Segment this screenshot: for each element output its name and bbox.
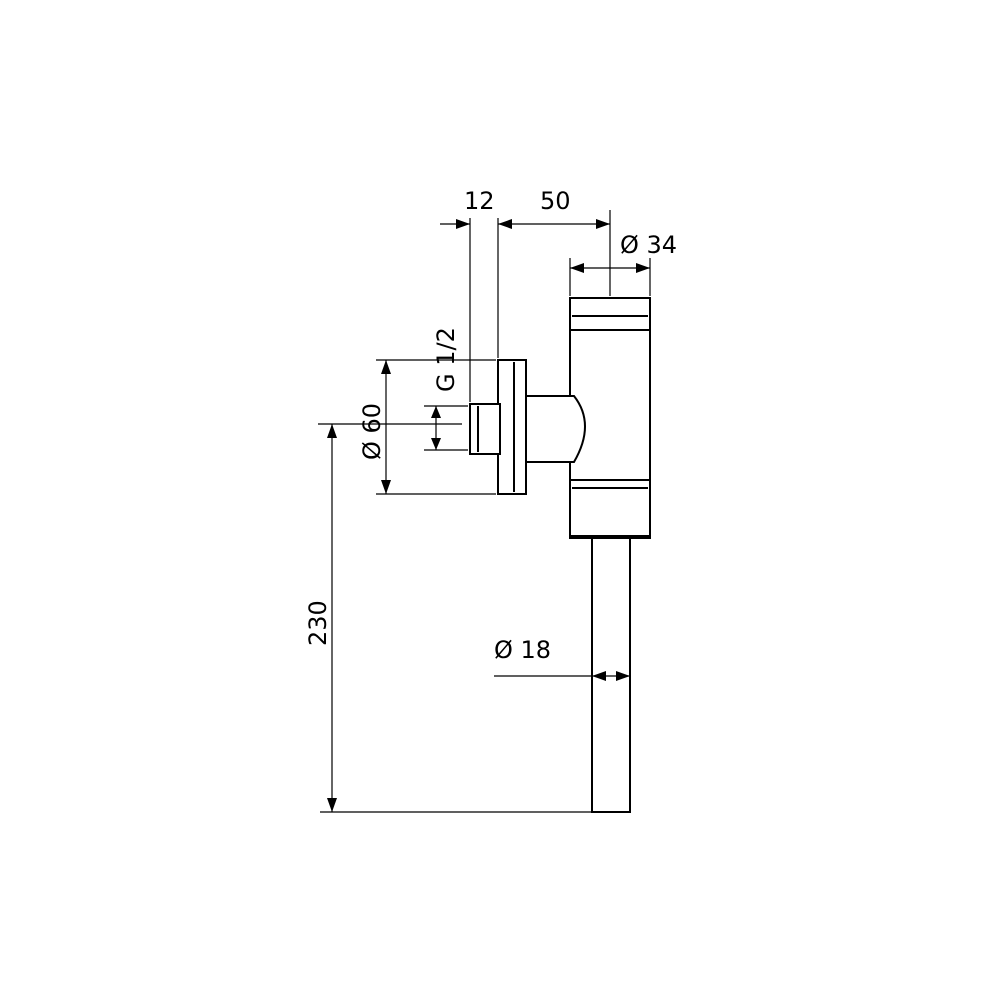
dimension-dia-34 [570, 263, 650, 273]
dimension-230 [327, 424, 337, 812]
wall-flange [497, 359, 527, 495]
inlet-connector [523, 395, 586, 463]
label-dia-60: Ø 60 [358, 403, 386, 460]
label-50: 50 [540, 187, 571, 215]
valve-band [569, 479, 651, 537]
dimension-50 [498, 219, 610, 229]
thread-stub [469, 403, 501, 455]
dimension-dia-60 [381, 360, 391, 494]
label-230: 230 [304, 600, 332, 646]
flush-valve-outline [469, 297, 651, 813]
valve-cap [569, 297, 651, 331]
dimension-dia-18 [494, 671, 630, 681]
label-12: 12 [464, 187, 495, 215]
extension-lines [318, 210, 651, 813]
outlet-pipe [591, 534, 631, 813]
label-dia-34: Ø 34 [620, 231, 677, 259]
label-dia-18: Ø 18 [494, 636, 551, 664]
dimension-12 [440, 219, 610, 229]
label-g-half: G 1/2 [432, 327, 460, 392]
dimension-g-half [431, 406, 441, 450]
